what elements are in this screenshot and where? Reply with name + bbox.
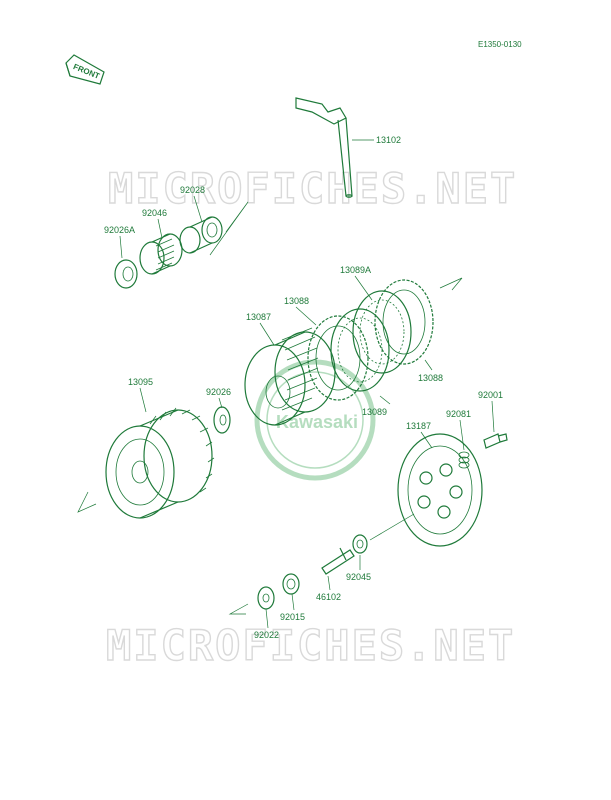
part-label: 13102 <box>376 135 401 145</box>
part-label: 92026A <box>104 225 135 235</box>
part-92081-spring <box>458 451 470 469</box>
watermark-top: MICROFICHES.NET <box>108 164 517 213</box>
part-label: 13095 <box>128 377 153 387</box>
part-92028-collar <box>179 216 223 254</box>
part-13187-pressure-plate <box>397 433 483 547</box>
assembly-arrow-left <box>77 491 97 513</box>
part-13089A-steel-plate <box>352 290 412 374</box>
part-label: 92001 <box>478 390 503 400</box>
part-13089-steel-plate <box>330 308 390 392</box>
part-46102-pushrod <box>321 547 355 575</box>
part-92022-washer <box>257 586 275 610</box>
part-labels: 13102 92028 92046 92026A 13089A 13088 13… <box>104 135 503 640</box>
part-label: 92015 <box>280 612 305 622</box>
leader-lines <box>119 139 495 629</box>
part-label: 13088 <box>418 373 443 383</box>
axis-line-pushrod <box>369 513 415 541</box>
part-92001-bolt <box>483 433 508 449</box>
part-label: 92081 <box>446 409 471 419</box>
assembly-arrow-upper <box>209 201 249 256</box>
part-label: 13187 <box>406 421 431 431</box>
diagram-code: E1350-0130 <box>478 40 522 49</box>
part-92026-washer <box>213 406 231 434</box>
part-13088-friction-plate-2 <box>374 279 434 365</box>
part-13087-hub <box>244 327 336 426</box>
part-label: 46102 <box>316 592 341 602</box>
watermark-bottom: MICROFICHES.NET <box>106 621 515 670</box>
part-92015-nut <box>282 573 300 595</box>
part-92046-bearing <box>139 233 183 275</box>
part-92045-bearing <box>352 534 368 554</box>
part-label: 13087 <box>246 312 271 322</box>
part-92026A-washer <box>114 259 138 289</box>
part-13102-shaft <box>295 97 353 198</box>
kawasaki-seal-icon: Kawasaki <box>254 359 376 481</box>
part-label: 13089A <box>340 265 371 275</box>
part-label: 92028 <box>180 185 205 195</box>
part-label: 92026 <box>206 387 231 397</box>
assembly-arrow-plates <box>439 277 463 291</box>
part-label: 92045 <box>346 572 371 582</box>
part-label: 92022 <box>254 630 279 640</box>
part-label: 92046 <box>142 208 167 218</box>
front-arrow-icon: FRONT <box>65 54 105 85</box>
part-13095-housing <box>105 407 215 519</box>
seal-text: Kawasaki <box>276 412 358 432</box>
assembly-arrow-bottom <box>228 603 249 615</box>
part-label: 13088 <box>284 296 309 306</box>
part-label: 13089 <box>362 407 387 417</box>
